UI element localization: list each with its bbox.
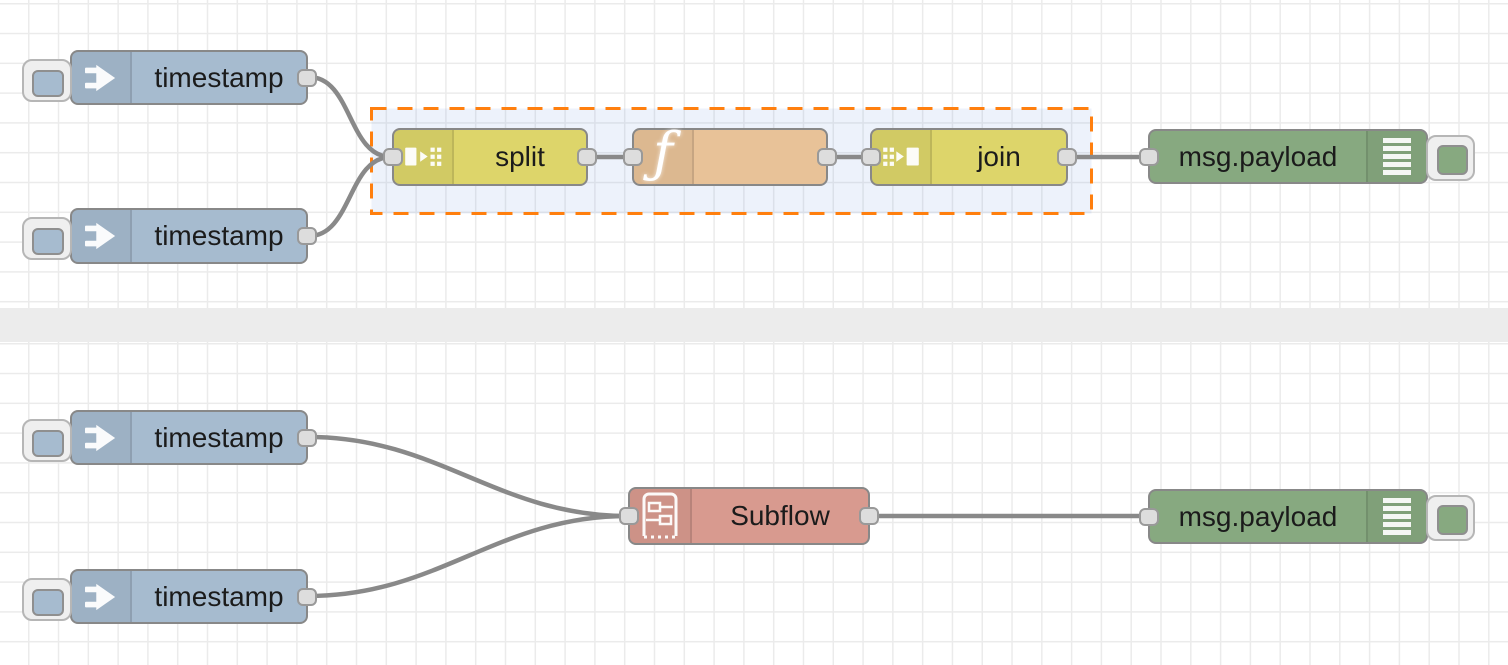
node-label: timestamp bbox=[154, 421, 284, 453]
section-divider bbox=[0, 308, 1508, 342]
debug-node-1[interactable]: msg.payload bbox=[1139, 129, 1475, 184]
input-port[interactable] bbox=[623, 148, 643, 166]
inject-button[interactable] bbox=[22, 578, 72, 621]
debug-output-icon bbox=[1366, 131, 1426, 182]
output-port[interactable] bbox=[817, 148, 837, 166]
inject-node-1[interactable]: timestamp bbox=[22, 50, 317, 105]
inject-node-4[interactable]: timestamp bbox=[22, 569, 317, 624]
input-port[interactable] bbox=[619, 507, 639, 525]
inject-button-face bbox=[32, 430, 64, 457]
subflow-icon bbox=[630, 489, 692, 543]
inject-button-face bbox=[32, 228, 64, 255]
node-label: msg.payload bbox=[1178, 140, 1338, 172]
output-port[interactable] bbox=[577, 148, 597, 166]
debug-button-face bbox=[1437, 145, 1468, 175]
function-f-icon: ƒ bbox=[634, 126, 694, 184]
join-node[interactable]: join bbox=[861, 128, 1077, 186]
node-label: Subflow bbox=[730, 500, 830, 531]
output-port[interactable] bbox=[1057, 148, 1077, 166]
inject-button[interactable] bbox=[22, 217, 72, 260]
inject-arrow-icon bbox=[72, 412, 132, 463]
split-icon bbox=[394, 130, 454, 184]
debug-node-2[interactable]: msg.payload bbox=[1139, 489, 1475, 544]
output-port[interactable] bbox=[297, 68, 317, 87]
debug-toggle-button[interactable] bbox=[1426, 135, 1475, 181]
wire-inject2-split[interactable] bbox=[306, 154, 394, 239]
node-label: msg.payload bbox=[1178, 500, 1338, 532]
node-label: join bbox=[977, 141, 1021, 172]
inject-arrow-icon bbox=[72, 52, 132, 103]
node-label: timestamp bbox=[154, 220, 284, 251]
inject-button[interactable] bbox=[22, 59, 72, 102]
node-label: split bbox=[495, 141, 545, 172]
inject-node-3[interactable]: timestamp bbox=[22, 410, 317, 465]
node-label: timestamp bbox=[154, 580, 284, 612]
output-port[interactable] bbox=[297, 227, 317, 245]
output-port[interactable] bbox=[297, 428, 317, 447]
wire-inject4-subflow[interactable] bbox=[306, 513, 630, 599]
wire-inject1-split[interactable] bbox=[306, 74, 394, 160]
function-glyph: ƒ bbox=[653, 121, 673, 184]
input-port[interactable] bbox=[383, 148, 403, 166]
join-icon bbox=[872, 130, 932, 184]
inject-button-face bbox=[32, 70, 64, 97]
input-port[interactable] bbox=[861, 148, 881, 166]
inject-button-face bbox=[32, 589, 64, 616]
inject-node-2[interactable]: timestamp bbox=[22, 208, 317, 264]
input-port[interactable] bbox=[1139, 147, 1159, 166]
inject-arrow-icon bbox=[72, 210, 132, 262]
split-node[interactable]: split bbox=[383, 128, 597, 186]
function-node[interactable]: ƒ bbox=[623, 126, 837, 186]
inject-arrow-icon bbox=[72, 571, 132, 622]
debug-toggle-button[interactable] bbox=[1426, 495, 1475, 541]
output-port[interactable] bbox=[859, 507, 879, 525]
debug-button-face bbox=[1437, 505, 1468, 535]
node-label: timestamp bbox=[154, 61, 284, 93]
inject-button[interactable] bbox=[22, 419, 72, 462]
debug-output-icon bbox=[1366, 491, 1426, 542]
output-port[interactable] bbox=[297, 587, 317, 606]
subflow-node[interactable]: Subflow bbox=[619, 487, 879, 545]
input-port[interactable] bbox=[1139, 507, 1159, 526]
wire-inject3-subflow[interactable] bbox=[306, 434, 630, 519]
